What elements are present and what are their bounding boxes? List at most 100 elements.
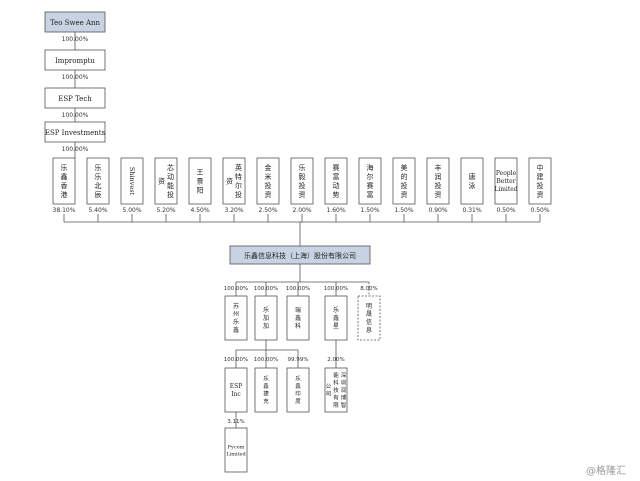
shareholder-box <box>120 157 144 205</box>
subsidiary-label: 瑞鑫科 <box>295 306 301 330</box>
chain-percentage: 100.00% <box>62 74 89 81</box>
svg-text:限: 限 <box>333 401 339 409</box>
svg-text:印: 印 <box>295 391 301 398</box>
svg-text:科: 科 <box>295 322 301 330</box>
svg-text:资: 资 <box>299 190 306 199</box>
svg-text:润: 润 <box>341 386 347 394</box>
svg-text:北: 北 <box>95 182 102 190</box>
svg-text:能: 能 <box>167 181 174 190</box>
svg-text:加: 加 <box>263 322 269 330</box>
svg-text:香: 香 <box>61 181 68 190</box>
svg-text:鑫: 鑫 <box>233 326 239 334</box>
shareholder-box <box>256 157 280 205</box>
shareholder-percentage: 5.40% <box>88 207 107 214</box>
shareholder-box <box>460 157 484 205</box>
shareholder-box <box>426 157 450 205</box>
svg-text:投: 投 <box>401 181 408 190</box>
svg-text:Pycom: Pycom <box>228 445 245 451</box>
svg-text:中: 中 <box>537 163 544 172</box>
svg-text:景: 景 <box>197 178 204 186</box>
level4-percentage: 3.11% <box>227 419 244 425</box>
svg-text:乐: 乐 <box>333 307 339 314</box>
svg-text:动: 动 <box>333 181 340 190</box>
chain-box-label: Impromptu <box>55 57 95 65</box>
subsidiary-box <box>357 295 381 341</box>
shareholder-percentage: 0.90% <box>428 207 447 214</box>
shareholder-box <box>324 157 348 205</box>
svg-text:乐: 乐 <box>95 172 102 181</box>
svg-text:鑫: 鑫 <box>295 314 301 322</box>
shareholder-percentage: 1.50% <box>394 207 413 214</box>
svg-text:充: 充 <box>263 397 269 405</box>
svg-text:明: 明 <box>366 303 372 310</box>
svg-text:星: 星 <box>333 323 339 330</box>
svg-text:Inc: Inc <box>231 391 241 398</box>
chain-percentage: 100.00% <box>62 146 89 153</box>
shareholder-box <box>188 157 212 205</box>
svg-text:美: 美 <box>401 163 408 172</box>
svg-text:公: 公 <box>326 384 332 390</box>
svg-text:深: 深 <box>341 371 347 379</box>
shareholder-percentage: 5.00% <box>122 207 141 214</box>
shareholder-label: 王景阳 <box>197 169 204 195</box>
svg-text:丰: 丰 <box>435 163 442 172</box>
svg-text:赛: 赛 <box>333 163 340 172</box>
svg-text:乐: 乐 <box>233 319 239 326</box>
svg-text:瑞: 瑞 <box>295 306 301 314</box>
svg-text:特: 特 <box>235 172 242 181</box>
company-label: 乐鑫信息科技（上海）股份有限公司 <box>244 251 356 260</box>
svg-text:富: 富 <box>333 172 340 181</box>
svg-text:乐: 乐 <box>61 163 68 172</box>
svg-text:尔: 尔 <box>235 181 242 190</box>
svg-text:芯: 芯 <box>167 163 174 172</box>
svg-text:的: 的 <box>401 172 408 181</box>
level3-percentage: 2.00% <box>327 357 344 363</box>
svg-text:乐: 乐 <box>263 376 269 383</box>
svg-text:资: 资 <box>435 190 442 199</box>
subsidiary-box <box>224 295 248 341</box>
svg-text:金: 金 <box>265 163 272 172</box>
svg-text:唐: 唐 <box>469 172 476 181</box>
shareholder-box <box>528 157 552 205</box>
svg-text:ESP: ESP <box>230 383 243 390</box>
svg-text:投: 投 <box>167 190 174 199</box>
shareholder-box <box>52 157 76 205</box>
svg-text:度: 度 <box>295 397 301 405</box>
svg-text:乐: 乐 <box>295 376 301 383</box>
shareholder-percentage: 2.00% <box>292 207 311 214</box>
svg-text:投: 投 <box>299 181 306 190</box>
shareholder-percentage: 1.50% <box>360 207 379 214</box>
watermark: @格隆汇 <box>586 466 626 477</box>
svg-text:苏: 苏 <box>233 302 239 310</box>
shareholder-percentage: 3.20% <box>224 207 243 214</box>
svg-text:投: 投 <box>537 181 544 190</box>
chain-box-label: ESP Tech <box>58 95 92 103</box>
svg-text:势: 势 <box>333 190 340 199</box>
shareholder-box <box>222 157 246 205</box>
level4-box <box>224 427 248 473</box>
svg-text:投: 投 <box>235 190 242 199</box>
svg-text:Limited: Limited <box>494 186 517 193</box>
svg-text:博: 博 <box>341 393 347 401</box>
svg-text:Better: Better <box>496 178 515 185</box>
svg-text:鑫: 鑫 <box>263 382 269 390</box>
svg-text:司: 司 <box>326 391 332 398</box>
svg-text:资: 资 <box>401 190 408 199</box>
svg-text:州: 州 <box>233 311 239 318</box>
svg-text:息: 息 <box>366 326 372 334</box>
svg-text:加: 加 <box>263 314 269 322</box>
svg-text:鑫: 鑫 <box>295 382 301 390</box>
svg-text:捷: 捷 <box>263 390 269 398</box>
svg-text:资: 资 <box>158 177 165 186</box>
svg-text:People: People <box>496 170 517 177</box>
svg-text:智: 智 <box>341 401 347 409</box>
